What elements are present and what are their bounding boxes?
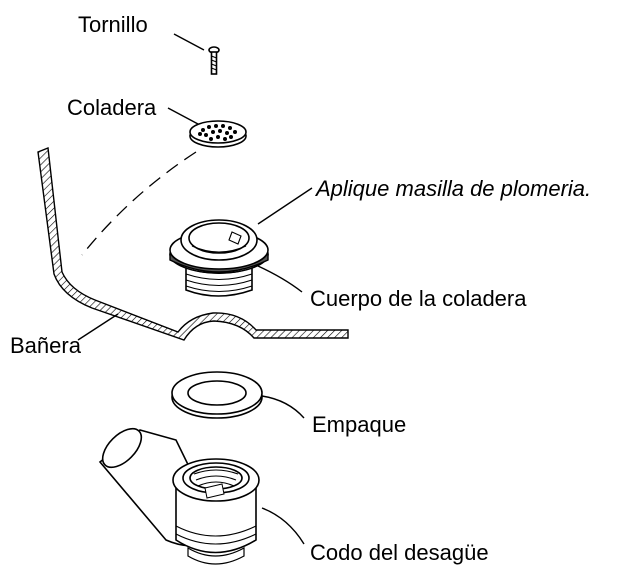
leader-screw [173, 33, 205, 51]
screw-part [208, 46, 220, 75]
leader-gasket [261, 395, 305, 419]
label-drain-elbow: Codo del desagüe [310, 540, 489, 565]
alignment-dashed-line [81, 151, 197, 256]
drain-elbow-part [98, 427, 260, 565]
gasket-part [171, 371, 263, 419]
label-tub: Bañera [10, 333, 82, 358]
strainer-body-part [169, 219, 269, 297]
leader-drain-elbow [261, 507, 305, 545]
tub-shell [37, 147, 349, 341]
label-gasket: Empaque [312, 412, 406, 437]
leader-tub [77, 313, 119, 341]
label-putty: Aplique masilla de plomeria. [314, 176, 591, 201]
label-strainer-body: Cuerpo de la coladera [310, 286, 527, 311]
leader-putty [257, 187, 313, 225]
leader-strainer-body [257, 265, 303, 293]
label-screw: Tornillo [78, 12, 148, 37]
strainer-part [189, 120, 247, 148]
leader-strainer [167, 107, 199, 125]
label-strainer: Coladera [67, 95, 157, 120]
leader-lines [77, 33, 313, 545]
